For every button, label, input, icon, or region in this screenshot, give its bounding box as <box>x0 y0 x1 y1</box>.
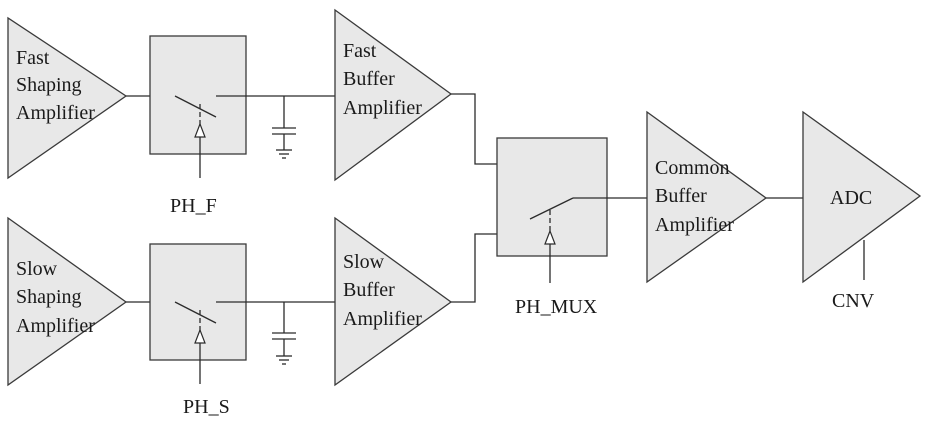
slow-buffer-label-1: Slow <box>343 251 385 273</box>
slow-buffer-to-mux-wire <box>451 233 497 303</box>
slow-switch-blade <box>174 301 217 324</box>
cnv-label: CNV <box>832 290 875 312</box>
mux-switch-blade <box>529 197 574 220</box>
adc-block <box>802 110 922 284</box>
fast-buffer-amplifier <box>334 8 453 182</box>
slow-buffer-amplifier <box>334 216 453 387</box>
fast-shaping-label-2: Shaping <box>16 74 82 96</box>
fast-buffer-label-2: Buffer <box>343 68 395 90</box>
common-buffer-label-3: Amplifier <box>655 214 734 236</box>
common-buffer-label-2: Buffer <box>655 185 707 207</box>
fast-shaping-label-1: Fast <box>16 47 50 69</box>
fast-shaping-amplifier <box>7 16 128 180</box>
fast-buffer-label-1: Fast <box>343 40 377 62</box>
fast-switch-blade <box>174 95 217 118</box>
fast-buffer-label-3: Amplifier <box>343 97 422 119</box>
common-buffer-amplifier <box>646 110 768 284</box>
ph-f-label: PH_F <box>170 195 217 217</box>
slow-shaping-label-3: Amplifier <box>16 315 95 337</box>
slow-shaping-amplifier <box>7 216 128 387</box>
fast-buffer-to-mux-wire <box>451 93 497 165</box>
ph-mux-label: PH_MUX <box>515 296 598 318</box>
slow-shaping-label-1: Slow <box>16 258 58 280</box>
slow-buffer-label-2: Buffer <box>343 279 395 301</box>
slow-shaping-label-2: Shaping <box>16 286 82 308</box>
adc-label: ADC <box>830 187 872 209</box>
fast-shaping-label-3: Amplifier <box>16 102 95 124</box>
ph-s-label: PH_S <box>183 396 230 418</box>
fast-sample-hold-box <box>149 35 247 155</box>
slow-buffer-label-3: Amplifier <box>343 308 422 330</box>
common-buffer-label-1: Common <box>655 157 729 179</box>
